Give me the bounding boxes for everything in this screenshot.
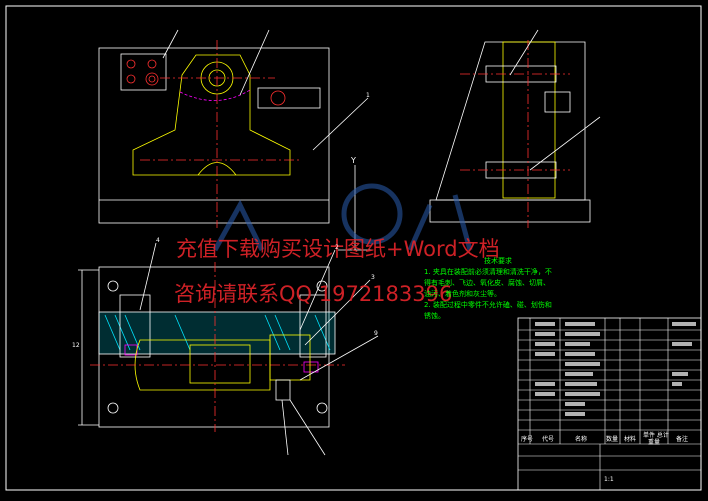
technical-requirements-title: 技术要求 xyxy=(484,257,512,265)
side-view xyxy=(429,29,601,228)
part-label-3: 3 xyxy=(371,274,375,281)
axis-label-y: Y xyxy=(351,156,356,165)
part-label-1: 1 xyxy=(366,92,370,99)
title-block-frame xyxy=(517,317,702,491)
bom-header-remark: 备注 xyxy=(676,436,689,443)
sheet-border xyxy=(5,5,702,491)
part-label-4: 4 xyxy=(156,237,160,244)
top-view xyxy=(78,242,379,456)
requirement-line: 油污、着色剂和灰尘等。 xyxy=(424,290,501,298)
bom-header-weight-label: 重量 xyxy=(648,439,661,446)
bom-header-no: 序号 xyxy=(521,436,534,443)
bom-header-qty: 数量 xyxy=(606,436,619,443)
bom-header-weight: 单件 总计 xyxy=(643,432,669,439)
bom-placeholder-text xyxy=(535,322,696,416)
requirement-line: 2. 装配过程中零件不允许磕、碰、划伤和 xyxy=(424,301,552,309)
bom-header-name: 名称 xyxy=(575,436,588,443)
technical-requirements: 技术要求 1. 夹具在装配前必须清理和清洗干净，不 得有毛刺、飞边、氧化皮、腐蚀… xyxy=(424,256,604,322)
watermark-line-1: 充值下载购买设计图纸+Word文档 xyxy=(176,237,500,261)
part-label-2: 2 xyxy=(335,244,339,251)
height-dimension: 12 xyxy=(72,342,80,349)
watermark-line-2: 咨询请联系QQ 1972183396 xyxy=(174,282,453,306)
logo-watermark xyxy=(212,183,473,252)
drawing-scale: 1:1 xyxy=(604,476,614,483)
requirement-line: 锈蚀。 xyxy=(424,312,445,320)
requirement-line: 得有毛刺、飞边、氧化皮、腐蚀、切屑、 xyxy=(424,279,550,287)
bom-table xyxy=(518,318,701,490)
requirement-line: 1. 夹具在装配前必须清理和清洗干净，不 xyxy=(424,268,552,276)
bom-header-material: 材料 xyxy=(624,436,637,443)
part-label-9: 9 xyxy=(374,330,378,337)
front-view xyxy=(98,29,369,228)
bom-header-code: 代号 xyxy=(542,436,555,443)
